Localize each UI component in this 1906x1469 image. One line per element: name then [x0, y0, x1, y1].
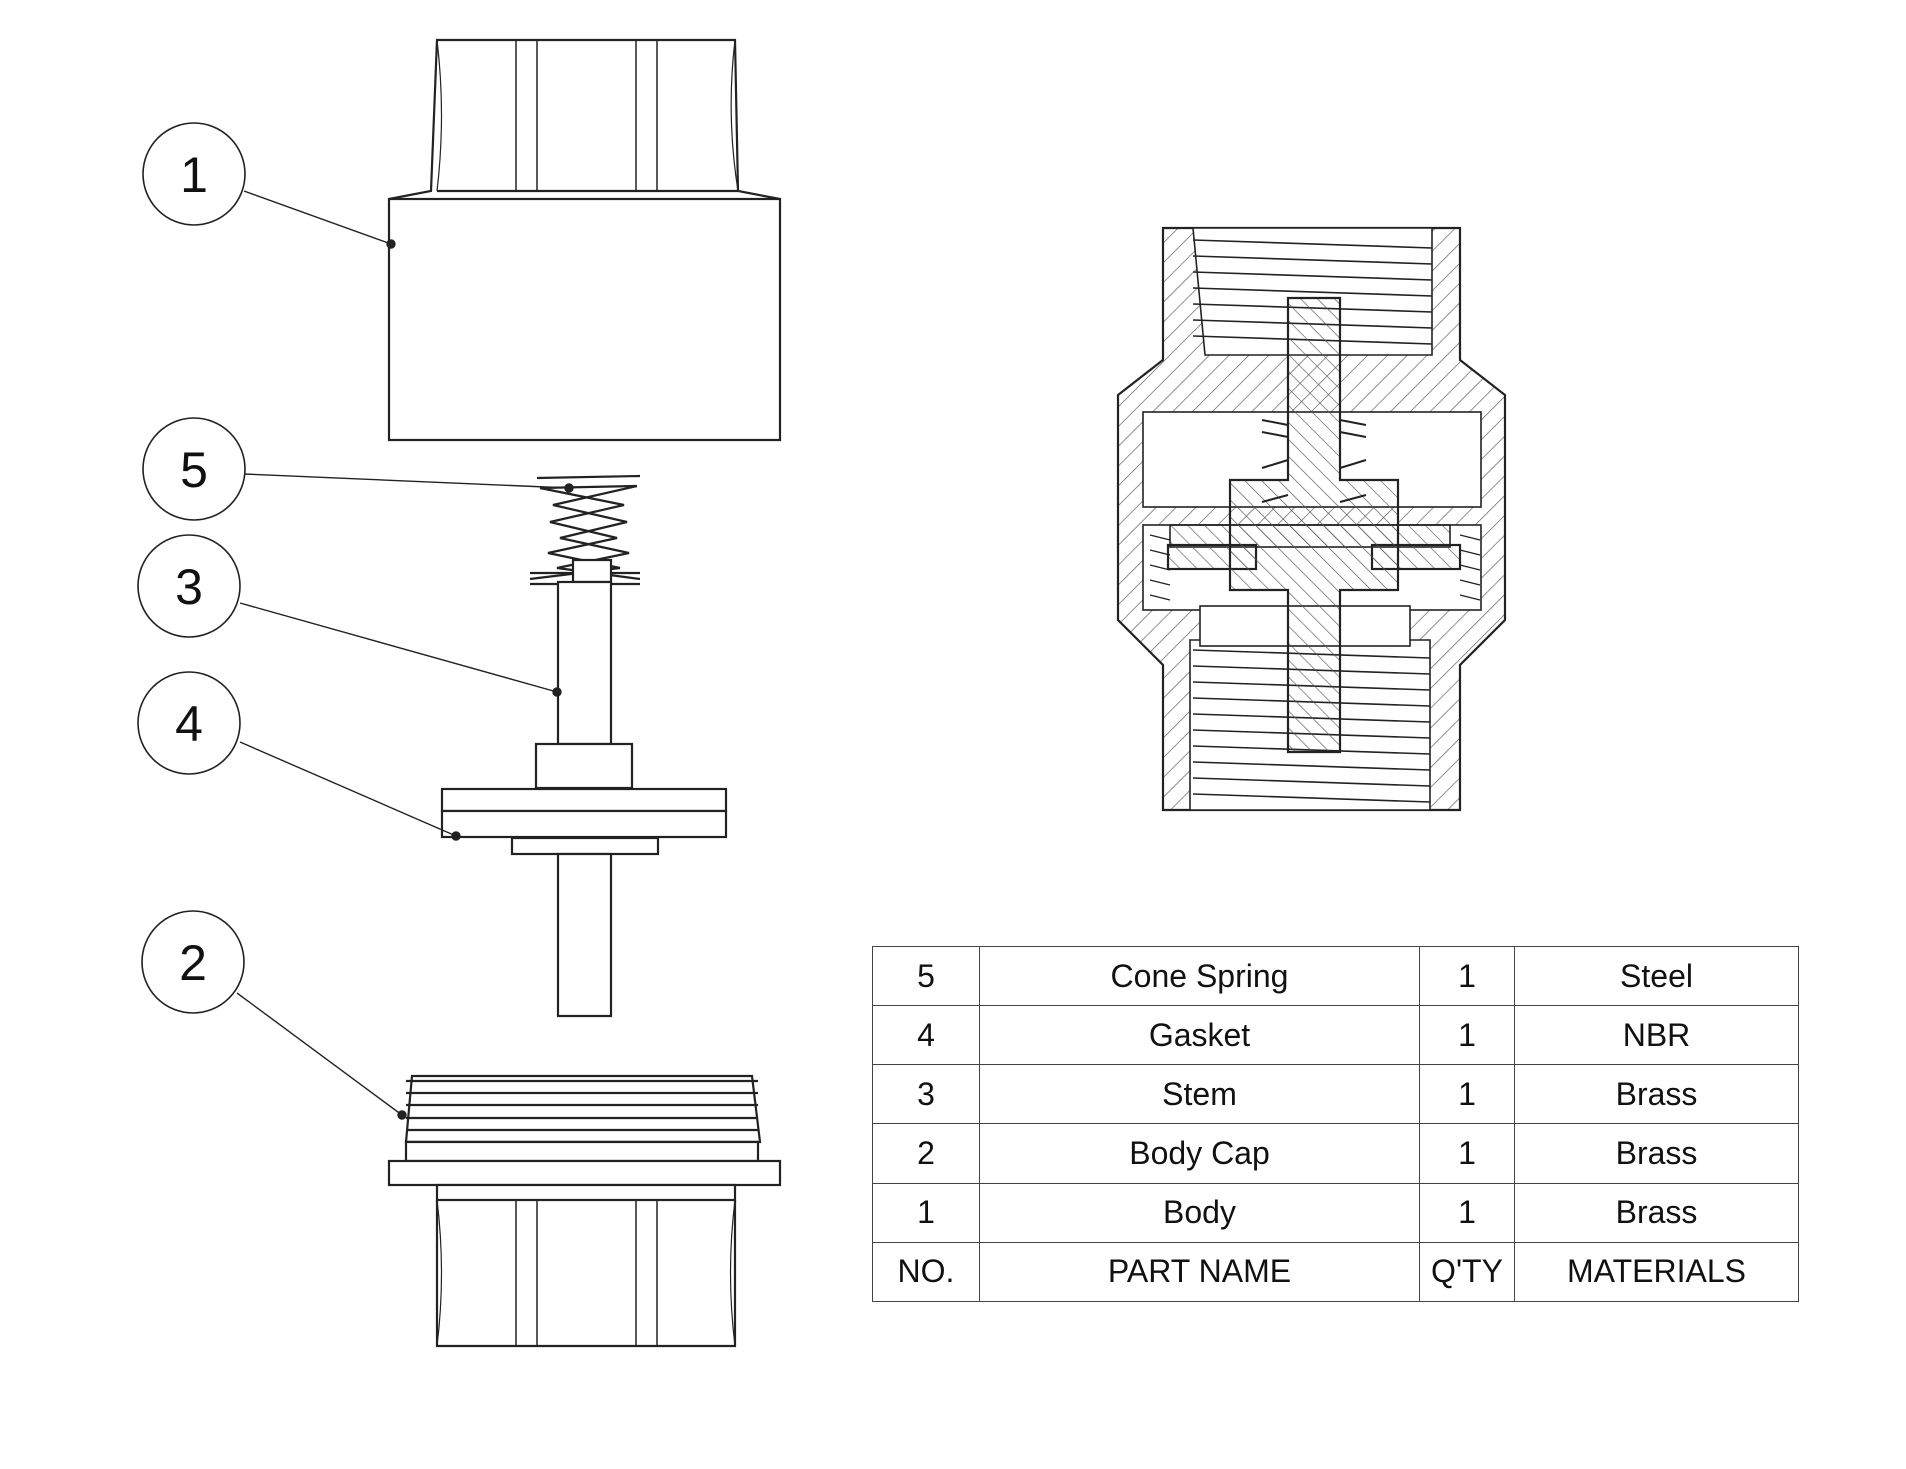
balloon-label: 5 — [180, 442, 208, 498]
bill-of-materials: 5 Cone Spring 1 Steel 4 Gasket 1 NBR 3 S… — [872, 945, 1799, 1303]
balloon-label: 3 — [175, 559, 203, 615]
part-gasket-exploded — [440, 787, 728, 839]
balloon-2: 2 — [141, 910, 245, 1014]
bom-material: Brass — [1514, 1123, 1799, 1184]
bom-no: 2 — [872, 1123, 980, 1184]
section-view — [1116, 226, 1507, 812]
part-body-cap-exploded — [387, 1074, 782, 1348]
table-header-row: NO. PART NAME Q'TY MATERIALS — [872, 1241, 1799, 1303]
header-no: NO. — [872, 1241, 980, 1303]
balloon-3: 3 — [137, 534, 241, 638]
bom-part-name: Cone Spring — [979, 945, 1420, 1007]
leader-lines — [236, 190, 574, 1120]
balloon-5: 5 — [142, 417, 246, 521]
bom-no: 4 — [872, 1005, 980, 1066]
part-body-exploded — [387, 38, 782, 442]
bom-qty: 1 — [1419, 1005, 1515, 1066]
table-row: 3 Stem 1 Brass — [872, 1064, 1799, 1125]
bom-part-name: Body — [979, 1182, 1420, 1243]
header-qty: Q'TY — [1419, 1241, 1515, 1303]
header-part-name: PART NAME — [979, 1241, 1420, 1303]
table-row: 4 Gasket 1 NBR — [872, 1005, 1799, 1066]
bom-qty: 1 — [1419, 945, 1515, 1007]
bom-no: 1 — [872, 1182, 980, 1243]
balloon-label: 4 — [175, 696, 203, 752]
balloon-label: 1 — [180, 147, 208, 203]
bom-no: 3 — [872, 1064, 980, 1125]
table-row: 5 Cone Spring 1 Steel — [872, 945, 1799, 1007]
bom-qty: 1 — [1419, 1064, 1515, 1125]
bom-material: Brass — [1514, 1182, 1799, 1243]
bom-part-name: Body Cap — [979, 1123, 1420, 1184]
bom-part-name: Stem — [979, 1064, 1420, 1125]
balloon-label: 2 — [179, 935, 207, 991]
bom-part-name: Gasket — [979, 1005, 1420, 1066]
bom-material: Brass — [1514, 1064, 1799, 1125]
bom-material: NBR — [1514, 1005, 1799, 1066]
bom-no: 5 — [872, 945, 980, 1007]
bom-material: Steel — [1514, 945, 1799, 1007]
header-materials: MATERIALS — [1514, 1241, 1799, 1303]
table-row: 2 Body Cap 1 Brass — [872, 1123, 1799, 1184]
balloon-1: 1 — [142, 122, 246, 226]
table-row: 1 Body 1 Brass — [872, 1182, 1799, 1243]
part-stem-exploded — [510, 558, 660, 1018]
bom-qty: 1 — [1419, 1182, 1515, 1243]
bom-qty: 1 — [1419, 1123, 1515, 1184]
balloon-4: 4 — [137, 671, 241, 775]
